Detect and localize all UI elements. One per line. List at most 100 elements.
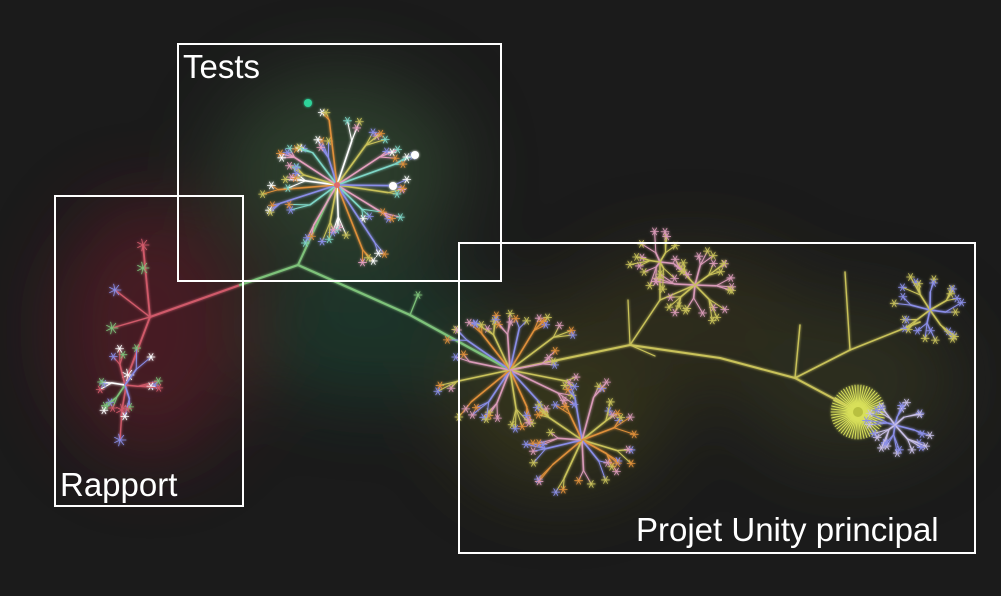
branch [533,324,547,332]
leaf [899,405,903,410]
leaf [894,452,898,457]
leaf [510,321,514,326]
leaf [453,356,457,361]
tests-root-node [334,182,340,188]
leaf [707,250,710,255]
leaf [367,212,370,217]
leaf [269,208,273,213]
leaf [137,264,144,269]
leaf [527,416,531,421]
branch [876,409,891,420]
leaf [548,353,552,359]
leaf [633,433,637,439]
leaf [863,420,867,425]
leaf [605,458,609,464]
leaf [439,381,443,386]
branch [568,413,583,441]
leaf [680,262,684,267]
leaf [557,325,560,330]
branch [288,165,305,176]
leaf [402,160,406,165]
leaf [554,364,558,369]
leaf [281,153,285,159]
leaf [898,445,902,451]
branch [918,283,921,296]
branch [605,414,614,422]
branch [336,144,367,186]
leaf [126,404,130,410]
leaf [902,327,906,333]
branch [563,439,583,479]
leaf [956,294,960,299]
leaf [536,481,540,486]
leaf [880,402,884,407]
leaf [680,266,684,271]
leaf [406,175,410,180]
branch [692,284,696,299]
leaf [384,139,388,144]
branch [270,184,279,191]
leaf [615,409,618,414]
leaf [917,409,921,414]
branch [373,241,385,255]
branch [137,380,159,387]
leaf [873,429,877,434]
leaf [561,399,565,405]
leaf [298,143,302,148]
leaf [360,262,363,267]
leaf [904,402,907,407]
branch [312,184,338,226]
leaf [319,112,323,117]
leaf [455,325,459,330]
leaf [952,285,956,290]
leaf [531,462,534,467]
leaf [873,433,877,438]
leaf [919,430,923,435]
leaf [871,433,875,438]
branch [126,398,130,410]
leaf [380,211,384,217]
leaf [397,145,401,150]
leaf [575,376,579,381]
leaf [674,255,678,260]
leaf [666,303,670,308]
leaf [356,121,360,126]
leaf [394,154,398,159]
branch [507,321,512,335]
leaf [670,293,673,298]
leaf [543,404,547,410]
leaf [384,253,387,258]
leaf [540,317,543,322]
leaf [682,262,686,267]
leaf [560,489,564,494]
leaf [508,321,512,326]
leaf [676,302,680,307]
leaf [285,187,289,192]
leaf [904,327,908,333]
leaf [596,382,600,387]
branch [485,401,490,420]
leaf [356,124,360,129]
leaf [455,356,459,361]
leaf [392,157,396,163]
leaf [660,288,664,294]
leaf [394,193,398,198]
branch [361,208,364,220]
branch [876,428,890,438]
leaf [565,389,569,394]
leaf [919,412,923,418]
leaf [576,480,580,485]
leaf [896,452,900,457]
leaf [394,190,398,195]
leaf [666,232,670,237]
leaf [641,268,645,273]
leaf [453,325,457,330]
branch [865,419,889,424]
leaf [269,211,273,216]
leaf [878,402,882,407]
leaf [333,229,336,234]
leaf [404,153,408,158]
leaf [886,445,890,450]
leaf [554,401,558,406]
leaf [666,236,670,241]
